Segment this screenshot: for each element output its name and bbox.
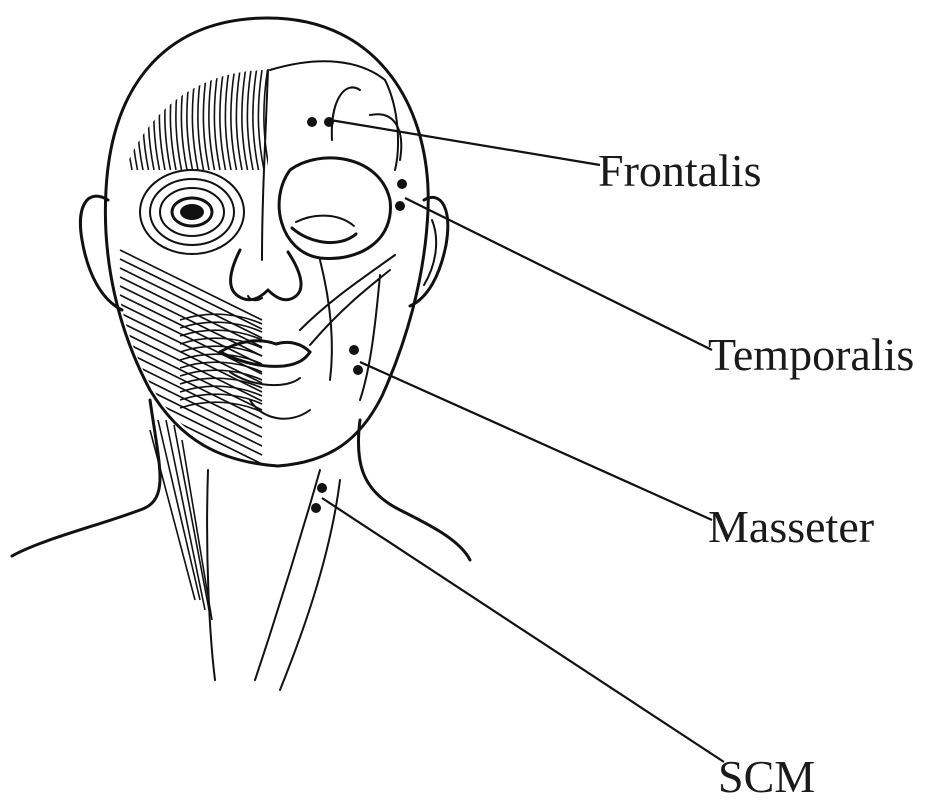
muscle-fibre bbox=[148, 70, 154, 170]
frontalis-leader bbox=[330, 120, 600, 165]
muscle-fibre bbox=[120, 421, 262, 491]
scm-electrode bbox=[311, 503, 321, 513]
muscle-labels: Frontalis Temporalis Masseter SCM bbox=[598, 145, 914, 802]
muscle-fibre bbox=[154, 70, 160, 170]
muscle-fibre bbox=[120, 277, 262, 347]
frontalis-electrode bbox=[324, 117, 334, 127]
masseter-label: Masseter bbox=[708, 501, 874, 552]
muscle-fibre bbox=[225, 70, 231, 170]
muscle-fibre bbox=[137, 70, 143, 170]
muscle-fibre bbox=[120, 268, 262, 338]
left-eye-muscle bbox=[140, 170, 244, 254]
muscle-fibre bbox=[165, 70, 171, 170]
muscle-fibre bbox=[143, 70, 149, 170]
muscle-fibre bbox=[214, 70, 220, 170]
muscle-fibre bbox=[120, 412, 262, 482]
muscle-fibre bbox=[120, 295, 262, 365]
masseter-electrode bbox=[349, 345, 359, 355]
scm-leader bbox=[322, 498, 724, 762]
muscle-fibre bbox=[170, 70, 176, 170]
temporalis-leader bbox=[405, 198, 712, 350]
muscle-fibre bbox=[120, 358, 262, 428]
temporalis-label: Temporalis bbox=[708, 329, 914, 380]
scm-label: SCM bbox=[718, 751, 815, 802]
electrode-markers bbox=[307, 117, 407, 513]
muscle-fibre bbox=[236, 70, 242, 170]
leader-lines bbox=[322, 120, 724, 762]
muscle-fibre bbox=[203, 70, 209, 170]
muscle-fibre bbox=[231, 70, 237, 170]
muscle-fibre bbox=[247, 70, 253, 170]
muscle-fibre bbox=[253, 70, 259, 170]
muscle-fibre bbox=[242, 70, 248, 170]
muscle-fibre bbox=[126, 70, 132, 170]
exposed-muscles bbox=[120, 70, 270, 509]
muscle-fibre bbox=[159, 70, 165, 170]
muscle-fibre bbox=[120, 385, 262, 455]
temporalis-electrode bbox=[395, 201, 405, 211]
muscle-fibre bbox=[120, 250, 262, 320]
muscle-fibre bbox=[198, 70, 204, 170]
muscle-fibre bbox=[120, 259, 262, 329]
frontalis-electrode bbox=[307, 117, 317, 127]
scm-electrode bbox=[317, 483, 327, 493]
muscle-fibre bbox=[258, 70, 264, 170]
muscle-fibre bbox=[176, 70, 182, 170]
muscle-fibre bbox=[209, 70, 215, 170]
head-outline bbox=[80, 18, 447, 466]
frontalis-label: Frontalis bbox=[598, 145, 762, 196]
temporalis-electrode bbox=[397, 179, 407, 189]
muscle-fibre bbox=[181, 70, 187, 170]
muscle-fibre bbox=[192, 70, 198, 170]
muscle-fibre bbox=[120, 304, 262, 374]
masseter-leader bbox=[360, 362, 712, 520]
neck-shoulders bbox=[12, 400, 470, 690]
muscle-fibre bbox=[187, 70, 193, 170]
masseter-electrode bbox=[353, 365, 363, 375]
muscle-fibre bbox=[220, 70, 226, 170]
